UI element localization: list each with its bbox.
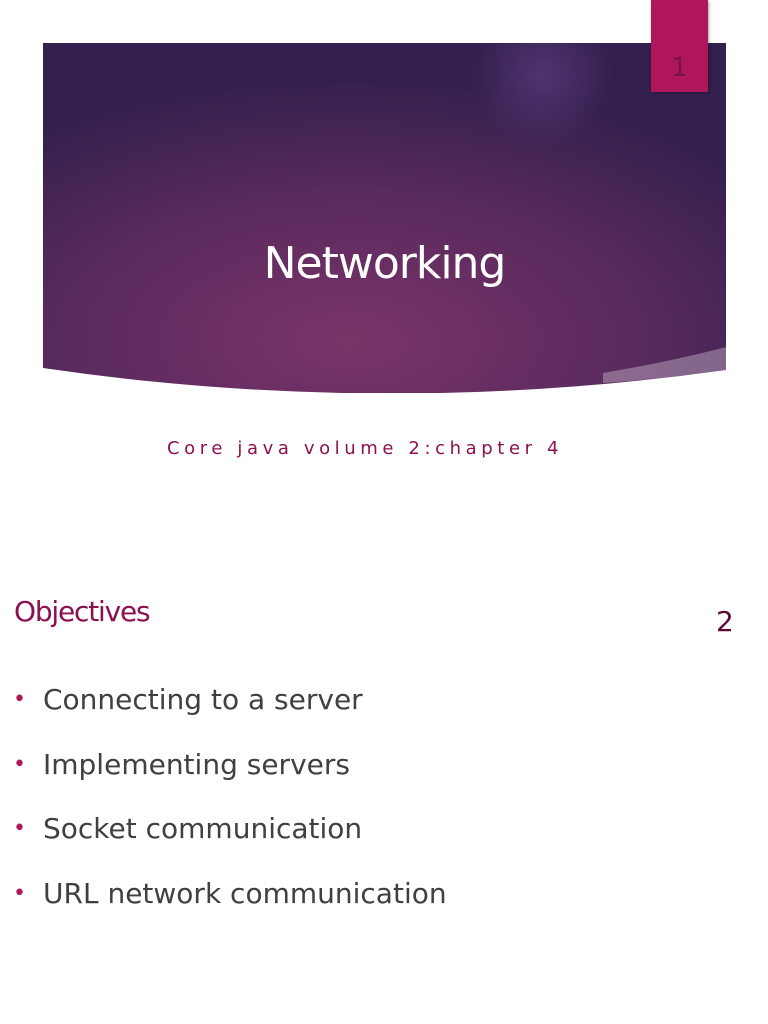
slide-2: Objectives 2 • Connecting to a server • …: [0, 512, 768, 1024]
bullet-icon: •: [13, 816, 26, 841]
list-item: • Connecting to a server: [0, 678, 447, 743]
list-item: • Implementing servers: [0, 743, 447, 808]
objectives-heading: Objectives: [14, 595, 151, 628]
list-item-text: Connecting to a server: [43, 683, 363, 716]
list-item: • Socket communication: [0, 807, 447, 872]
slide-1: Networking 1 Core java volume 2:chapter …: [43, 0, 726, 459]
list-item-text: URL network communication: [43, 876, 447, 910]
slide-subtitle: Core java volume 2:chapter 4: [167, 438, 564, 459]
banner-graphic: [43, 43, 726, 393]
title-banner: [43, 43, 726, 393]
page-tab: [651, 0, 708, 92]
list-item-text: Implementing servers: [43, 747, 350, 781]
slide-number: 1: [671, 53, 688, 83]
list-item: • URL network communication: [0, 872, 447, 937]
bullet-icon: •: [13, 880, 26, 906]
slide-number: 2: [716, 605, 734, 638]
list-item-text: Socket communication: [43, 812, 363, 845]
bullet-icon: •: [13, 751, 26, 777]
objectives-list: • Connecting to a server • Implementing …: [0, 678, 447, 936]
slide-title: Networking: [263, 238, 507, 289]
bullet-icon: •: [13, 687, 26, 712]
